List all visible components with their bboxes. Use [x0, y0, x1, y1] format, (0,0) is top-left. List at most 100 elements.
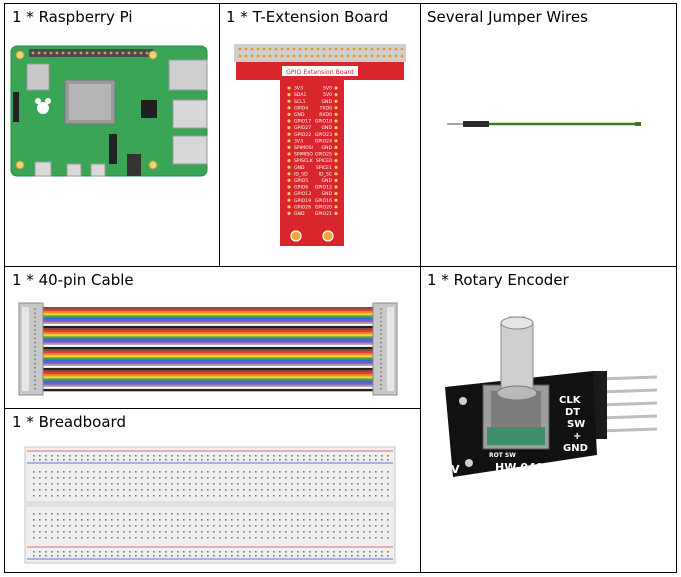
connector-pin — [380, 329, 382, 331]
breadboard-hole — [231, 513, 233, 515]
ribbon-wire — [43, 384, 373, 388]
breadboard-hole — [321, 477, 323, 479]
ribbon-wire — [43, 386, 373, 390]
breadboard-hole — [135, 513, 137, 515]
breadboard-hole — [69, 513, 71, 515]
breadboard-hole — [381, 477, 383, 479]
breadboard-hole — [363, 555, 365, 557]
breadboard-hole — [297, 555, 299, 557]
breadboard-hole — [87, 513, 89, 515]
breadboard-hole — [189, 513, 191, 515]
breadboard-hole — [213, 489, 215, 491]
breadboard-hole — [309, 455, 311, 457]
ext-pin-dot — [334, 106, 338, 110]
breadboard-hole — [69, 537, 71, 539]
breadboard-hole — [261, 513, 263, 515]
breadboard-hole — [231, 525, 233, 527]
breadboard-hole — [249, 537, 251, 539]
breadboard-hole — [381, 537, 383, 539]
ribbon-wire — [43, 328, 373, 331]
breadboard-hole — [81, 513, 83, 515]
breadboard-hole — [189, 489, 191, 491]
connector-pin — [380, 341, 382, 344]
breadboard-hole — [33, 513, 35, 515]
breadboard-hole — [123, 531, 125, 533]
breadboard-hole — [315, 489, 317, 491]
ext-pin-dot — [287, 86, 291, 90]
breadboard-hole — [99, 519, 101, 521]
breadboard-hole — [327, 489, 329, 491]
breadboard-hole — [153, 477, 155, 479]
breadboard-hole — [117, 555, 119, 557]
breadboard-hole — [51, 477, 53, 479]
breadboard-hole — [129, 555, 131, 557]
breadboard-hole — [225, 459, 227, 461]
connector-pin — [34, 345, 36, 348]
breadboard-hole — [357, 531, 359, 533]
breadboard-hole — [69, 531, 71, 533]
breadboard-hole — [177, 519, 179, 521]
breadboard-hole — [375, 519, 377, 521]
breadboard-hole — [129, 459, 131, 461]
breadboard-hole — [45, 459, 47, 461]
breadboard-hole — [129, 489, 131, 491]
breadboard-hole — [99, 513, 101, 515]
breadboard-hole — [315, 459, 317, 461]
breadboard-hole — [63, 471, 65, 473]
breadboard-hole — [261, 471, 263, 473]
connector-pin — [34, 383, 36, 386]
breadboard-hole — [111, 483, 113, 485]
breadboard-hole — [165, 519, 167, 521]
ext-pin-right-label: GPIO24 — [315, 138, 332, 144]
breadboard-hole — [309, 551, 311, 553]
breadboard-hole — [333, 459, 335, 461]
breadboard-hole — [273, 477, 275, 479]
breadboard-hole — [345, 483, 347, 485]
breadboard-hole — [237, 459, 239, 461]
breadboard-hole — [255, 555, 257, 557]
breadboard-hole — [297, 489, 299, 491]
breadboard-hole — [177, 555, 179, 557]
ext-pin-right-label: 5V0 — [323, 92, 332, 98]
breadboard-hole — [207, 477, 209, 479]
cell-label-rotary-encoder: 1 * Rotary Encoder — [427, 271, 569, 289]
connector-pin — [380, 379, 382, 382]
connector-pin — [34, 337, 36, 340]
breadboard-hole — [243, 519, 245, 521]
breadboard-hole — [315, 555, 317, 557]
breadboard-hole — [141, 525, 143, 527]
breadboard-hole — [147, 537, 149, 539]
breadboard-hole — [153, 525, 155, 527]
breadboard-hole — [375, 531, 377, 533]
breadboard-hole — [45, 471, 47, 473]
breadboard-hole — [171, 555, 173, 557]
breadboard-hole — [297, 519, 299, 521]
breadboard-hole — [69, 477, 71, 479]
breadboard-hole — [153, 483, 155, 485]
breadboard-hole — [327, 519, 329, 521]
breadboard-hole — [33, 551, 35, 553]
ext-pin-left-label: 3V3 — [294, 86, 303, 92]
breadboard-hole — [315, 477, 317, 479]
breadboard-hole — [321, 525, 323, 527]
breadboard-hole — [237, 555, 239, 557]
ribbon-wire — [43, 307, 373, 310]
breadboard-hole — [45, 531, 47, 533]
breadboard-hole — [363, 531, 365, 533]
breadboard-hole — [381, 531, 383, 533]
breadboard-hole — [291, 555, 293, 557]
breadboard-hole — [255, 489, 257, 491]
breadboard-hole — [237, 471, 239, 473]
breadboard-hole — [129, 477, 131, 479]
ext-pin-right-label: GPIO12 — [315, 185, 332, 191]
breadboard-hole — [231, 459, 233, 461]
breadboard-hole — [63, 519, 65, 521]
breadboard-hole — [339, 495, 341, 497]
breadboard-hole — [387, 455, 389, 457]
connector-pin — [34, 358, 36, 361]
connector-pin — [34, 350, 36, 352]
breadboard-hole — [309, 525, 311, 527]
breadboard-hole — [321, 489, 323, 491]
breadboard-hole — [351, 471, 353, 473]
ribbon-wire — [43, 344, 373, 348]
